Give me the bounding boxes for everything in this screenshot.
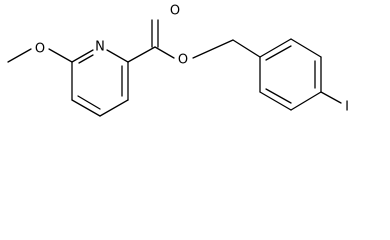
bond-c5-c6-ar-inner [265,88,292,104]
bond-carbonyl-ester-o [154,46,175,59]
ring-nitrogen-label: N [95,40,105,55]
bond-ester-o-ch2 [192,39,234,59]
bond-c4-iodine [320,91,342,104]
ester-oxygen-label: O [178,53,188,68]
bond-c1-c2 [259,38,292,58]
bond-c5-c6-ar [259,91,292,111]
atom-labels: O N O O I [35,4,349,115]
bond-o-c6 [48,48,73,63]
bond-c4-c5 [71,99,101,117]
bond-c3-c4 [99,99,129,117]
bond-c6-n [71,49,94,63]
bonds [7,19,342,117]
bond-c6-n-inner [78,54,94,64]
bond-c2-c3-ar [290,38,322,58]
bond-c2-carbonyl [127,46,156,63]
bond-c4-c5-ar [290,91,322,111]
carbonyl-oxygen-label: O [170,4,180,19]
bond-c1-c2-inner [265,45,292,61]
bond-c4-c5-inner [77,95,101,110]
chemical-structure: O N O O I [7,4,349,117]
methoxy-oxygen-label: O [35,42,45,57]
bond-methyl-o [7,48,32,63]
iodine-label: I [345,100,349,115]
bond-ch2-c1 [232,39,261,58]
bond-n-c2 [106,49,129,63]
